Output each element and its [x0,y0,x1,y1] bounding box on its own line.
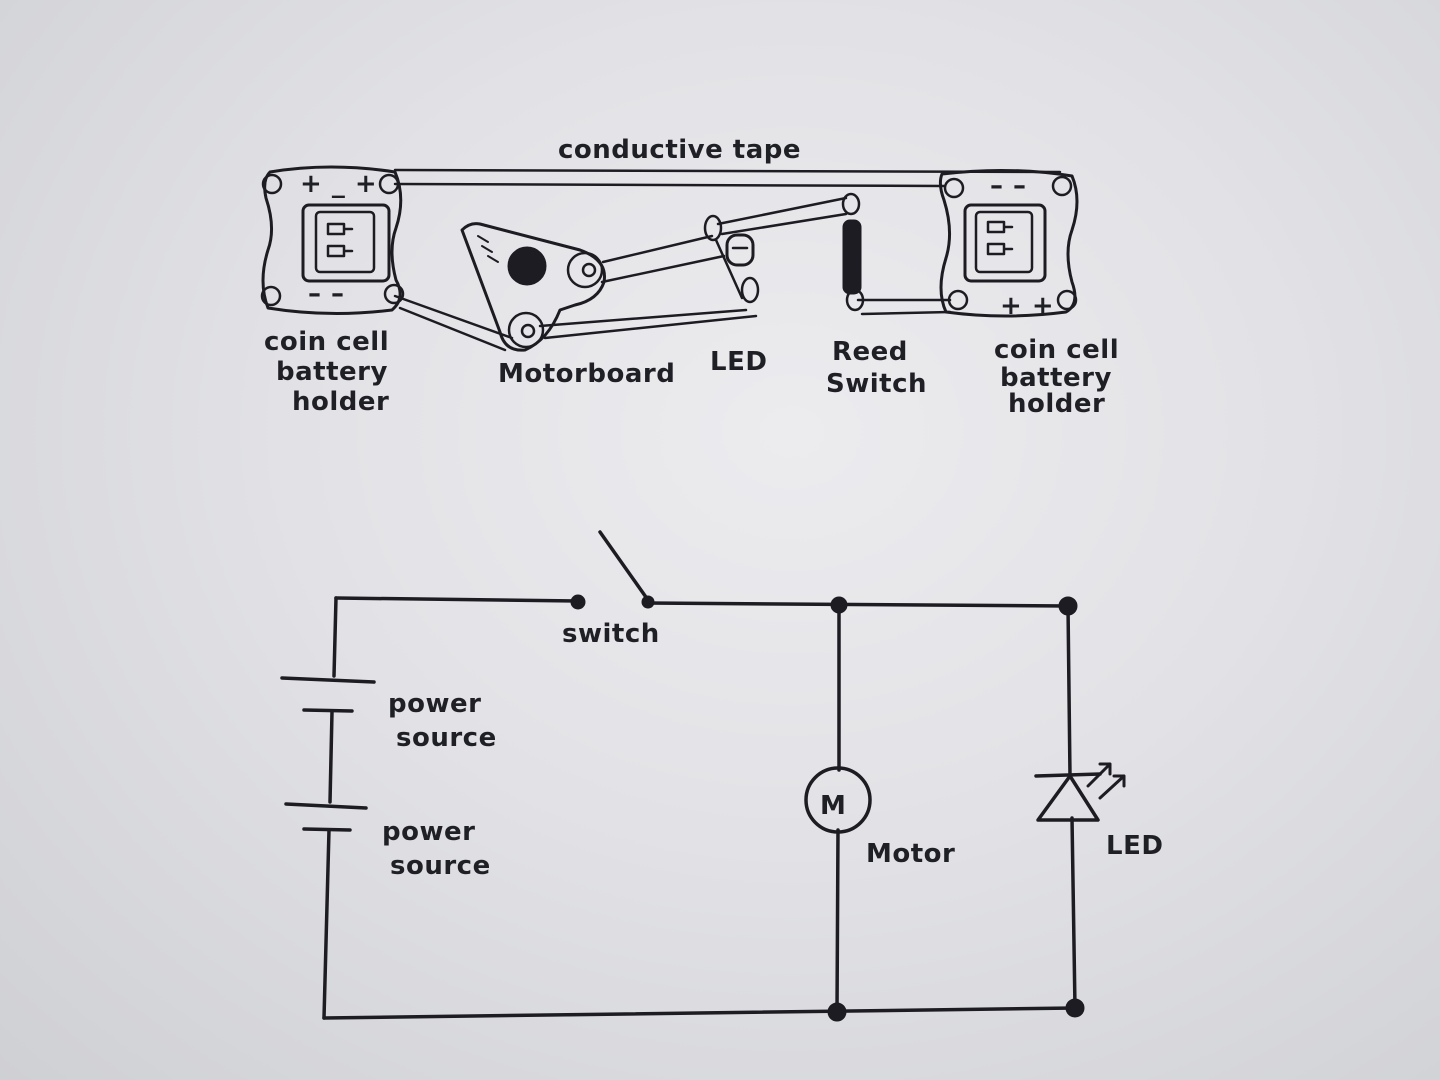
right-battery-holder: – – + + [938,168,1079,321]
power-source-1-label: power source [388,689,497,753]
left-battery-holder: + _ + – – [260,165,405,316]
svg-text:coin cell: coin cell [994,335,1119,365]
motor-symbol: M [804,766,872,834]
svg-text:Reed: Reed [832,337,908,367]
conductive-tape [393,168,1062,188]
reed-switch-component [841,192,865,312]
right-holder-top-polarity: – – [990,171,1027,201]
svg-text:battery: battery [276,357,388,387]
right-holder-label: coin cell battery holder [994,335,1119,419]
svg-text:holder: holder [292,387,389,417]
svg-text:Switch: Switch [826,369,927,399]
led-schematic-label: LED [1106,831,1163,861]
svg-text:source: source [390,851,491,881]
wiring-sketch: conductive tape + _ + – – coin cell batt… [260,135,1119,419]
svg-text:holder: holder [1008,389,1105,419]
power-source-1-symbol [280,676,376,713]
motorboard [460,222,606,352]
switch-label: switch [562,619,660,649]
svg-text:power: power [382,817,475,847]
right-holder-bottom-polarity: + + [1000,291,1054,321]
schematic: switch power source power source M Motor [280,530,1163,1022]
led-label: LED [710,347,767,377]
svg-text:power: power [388,689,481,719]
svg-text:M: M [820,791,846,821]
left-holder-top-polarity: + _ + [300,169,377,199]
svg-text:battery: battery [1000,363,1112,393]
power-source-2-symbol [284,802,368,832]
led-component [703,214,760,304]
left-holder-label: coin cell battery holder [264,327,389,417]
left-holder-bottom-polarity: – – [308,279,345,309]
motorboard-label: Motorboard [498,359,675,389]
svg-text:source: source [396,723,497,753]
conductive-tape-label: conductive tape [558,135,801,165]
switch-symbol [570,530,655,610]
svg-text:coin cell: coin cell [264,327,389,357]
motor-label: Motor [866,839,955,869]
reed-switch-label: Reed Switch [826,337,927,399]
led-symbol [1034,762,1126,822]
power-source-2-label: power source [382,817,491,881]
motor-dot [507,246,547,286]
